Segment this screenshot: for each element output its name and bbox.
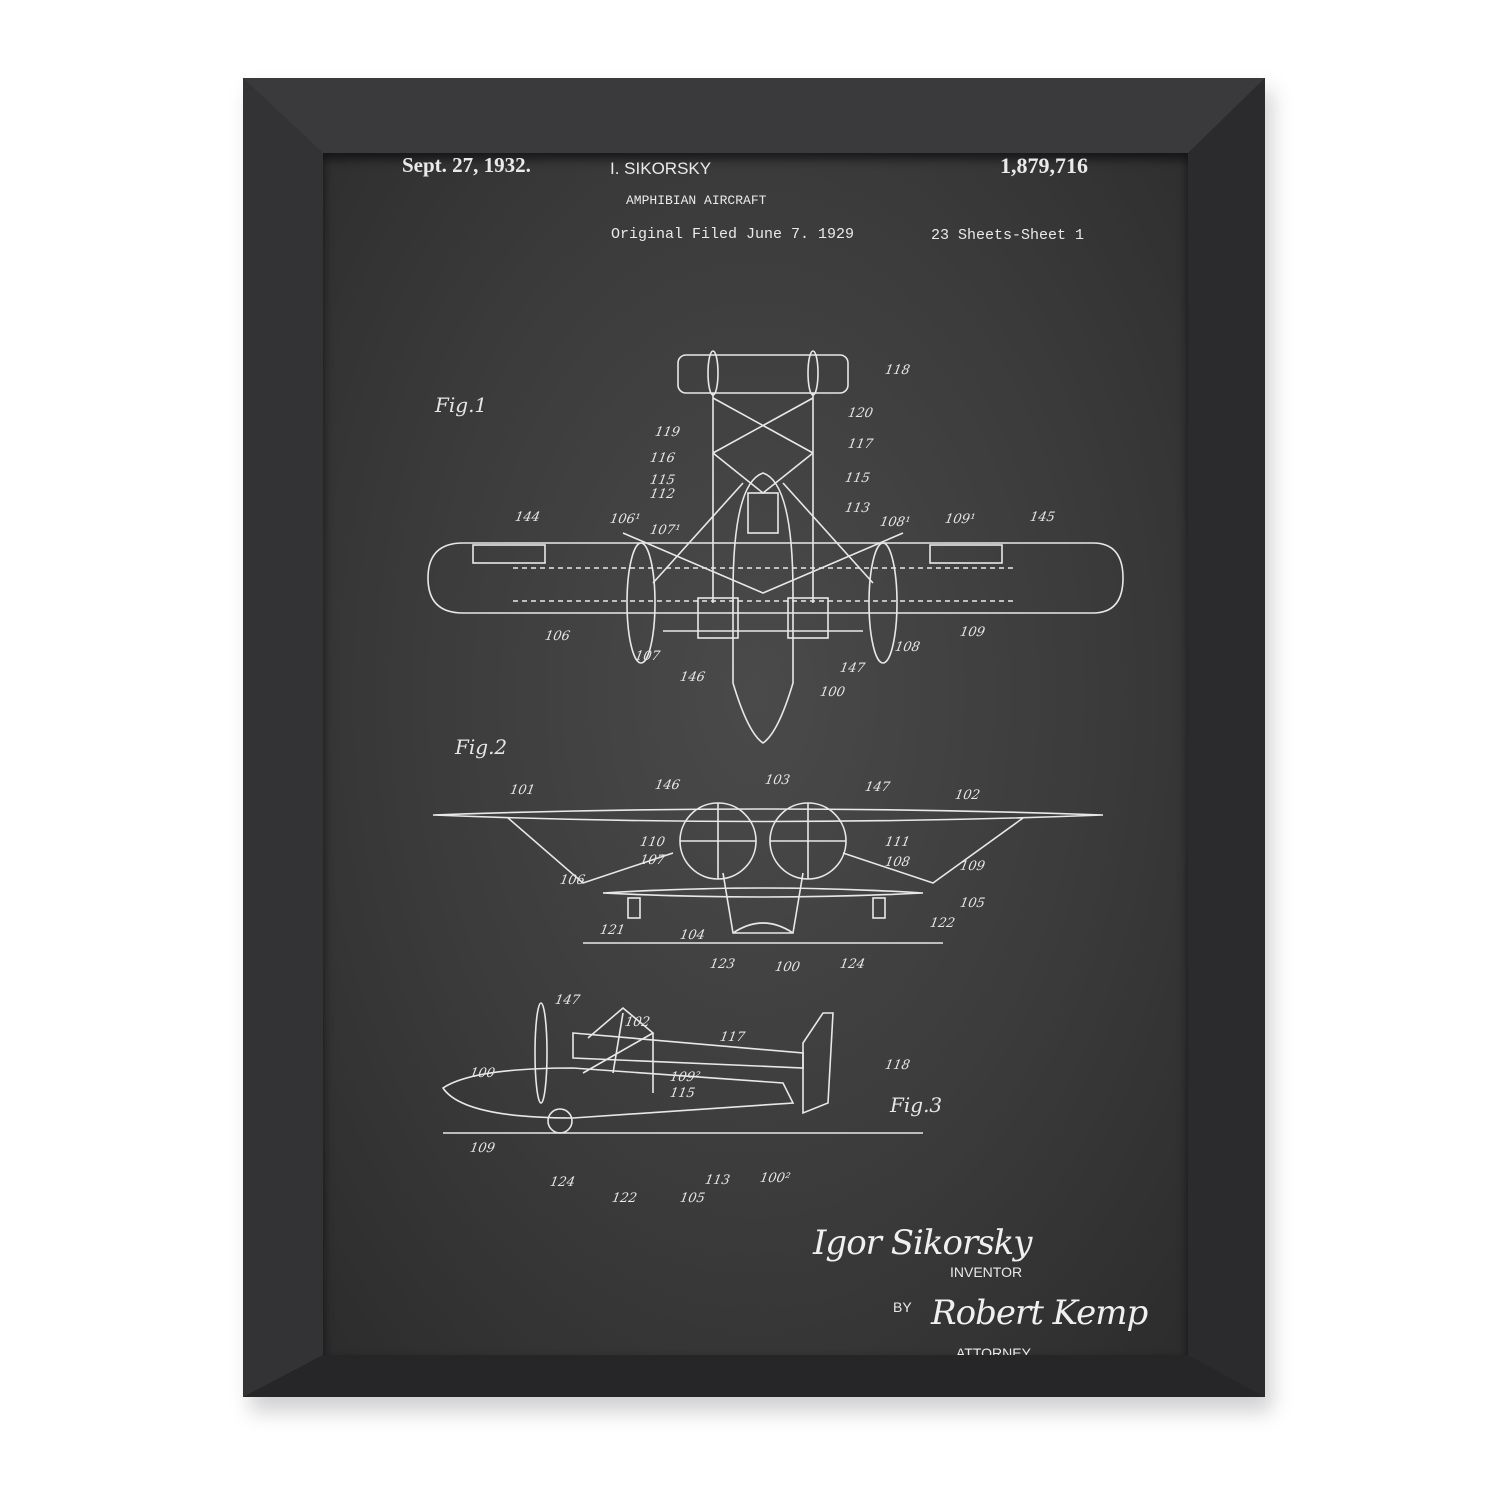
reference-numeral: 109 xyxy=(468,1141,497,1156)
patent-print: Sept. 27, 1932. I. SIKORSKY 1,879,716 AM… xyxy=(323,153,1188,1355)
reference-numeral: 100² xyxy=(758,1171,792,1186)
reference-numeral: 104 xyxy=(678,928,707,943)
reference-numeral: 106 xyxy=(558,873,587,888)
inventor-name: I. SIKORSKY xyxy=(610,159,712,178)
patent-date: Sept. 27, 1932. xyxy=(402,153,531,177)
reference-numeral: 109 xyxy=(958,859,987,874)
reference-numeral: 119 xyxy=(653,425,682,440)
reference-numeral: 145 xyxy=(1028,510,1057,525)
reference-numeral: 146 xyxy=(653,778,682,793)
inventor-label: INVENTOR xyxy=(950,1264,1023,1280)
reference-numeral: 113 xyxy=(703,1173,732,1188)
reference-numeral: 109¹ xyxy=(943,512,977,527)
frame-bevel-top xyxy=(243,78,1265,153)
reference-numeral: 115 xyxy=(843,471,872,486)
frame-bevel-right xyxy=(1188,78,1265,1397)
reference-numeral: 109 xyxy=(958,625,987,640)
reference-numeral: 115 xyxy=(668,1086,697,1101)
reference-numeral: 144 xyxy=(513,510,542,525)
reference-numeral: 100 xyxy=(468,1066,497,1081)
reference-numeral: 100 xyxy=(818,685,847,700)
fig1-top-view xyxy=(427,350,1124,744)
reference-numeral: 108 xyxy=(883,855,912,870)
filed-date: Original Filed June 7. 1929 xyxy=(611,226,855,243)
fig2-front-view xyxy=(432,802,1104,944)
reference-numeral: 101 xyxy=(508,783,537,798)
patent-drawings xyxy=(427,350,1124,1134)
reference-numeral: 102 xyxy=(623,1015,652,1030)
reference-numeral: 111 xyxy=(883,835,912,850)
sheet-count: 23 Sheets-Sheet 1 xyxy=(931,227,1085,244)
reference-numeral: 118 xyxy=(883,363,912,378)
reference-numeral: 108 xyxy=(893,640,922,655)
reference-numeral: 110 xyxy=(638,835,667,850)
reference-numeral: 112 xyxy=(648,487,677,502)
reference-numeral: 146 xyxy=(678,670,707,685)
by-label: BY xyxy=(893,1299,912,1315)
reference-numeral: 122 xyxy=(928,916,957,931)
reference-numeral: 105 xyxy=(678,1191,707,1206)
frame-bevel-bottom xyxy=(243,1355,1265,1397)
frame-bevel-left xyxy=(243,78,323,1397)
reference-numeral: 105 xyxy=(958,896,987,911)
reference-numeral: 106 xyxy=(543,629,572,644)
fig3-side-view xyxy=(441,1002,923,1134)
reference-numeral: 107 xyxy=(638,853,667,868)
fig1-label: Fig.1 xyxy=(435,393,488,417)
reference-numeral: 124 xyxy=(548,1175,577,1190)
reference-numeral: 121 xyxy=(598,923,627,938)
attorney-label: ATTORNEY xyxy=(956,1345,1031,1355)
attorney-signature: Robert Kemp xyxy=(931,1293,1148,1333)
reference-numeral: 123 xyxy=(708,957,737,972)
patent-number: 1,879,716 xyxy=(1000,153,1088,178)
reference-numeral: 106¹ xyxy=(608,512,642,527)
fig2-label: Fig.2 xyxy=(455,735,508,759)
fig3-label: Fig.3 xyxy=(890,1093,943,1117)
reference-numeral: 122 xyxy=(610,1191,639,1206)
reference-numeral: 147 xyxy=(863,780,892,795)
reference-numeral: 118 xyxy=(883,1058,912,1073)
reference-numeral: 108¹ xyxy=(878,515,912,530)
reference-numeral: 107¹ xyxy=(648,523,682,538)
reference-numeral: 147 xyxy=(553,993,582,1008)
reference-numeral: 109² xyxy=(668,1070,702,1085)
reference-numeral: 124 xyxy=(838,957,867,972)
reference-numeral: 107 xyxy=(633,649,662,664)
reference-numeral: 102 xyxy=(953,788,982,803)
reference-numeral: 115 xyxy=(648,473,677,488)
reference-numeral: 120 xyxy=(846,406,875,421)
inventor-signature: Igor Sikorsky xyxy=(813,1223,1032,1263)
reference-numeral: 147 xyxy=(838,661,867,676)
reference-numeral: 100 xyxy=(773,960,802,975)
reference-numeral: 113 xyxy=(843,501,872,516)
reference-numeral: 116 xyxy=(648,451,677,466)
reference-numeral: 117 xyxy=(718,1030,747,1045)
reference-numeral: 117 xyxy=(846,437,875,452)
patent-title: AMPHIBIAN AIRCRAFT xyxy=(626,193,767,208)
reference-numeral: 103 xyxy=(763,773,792,788)
